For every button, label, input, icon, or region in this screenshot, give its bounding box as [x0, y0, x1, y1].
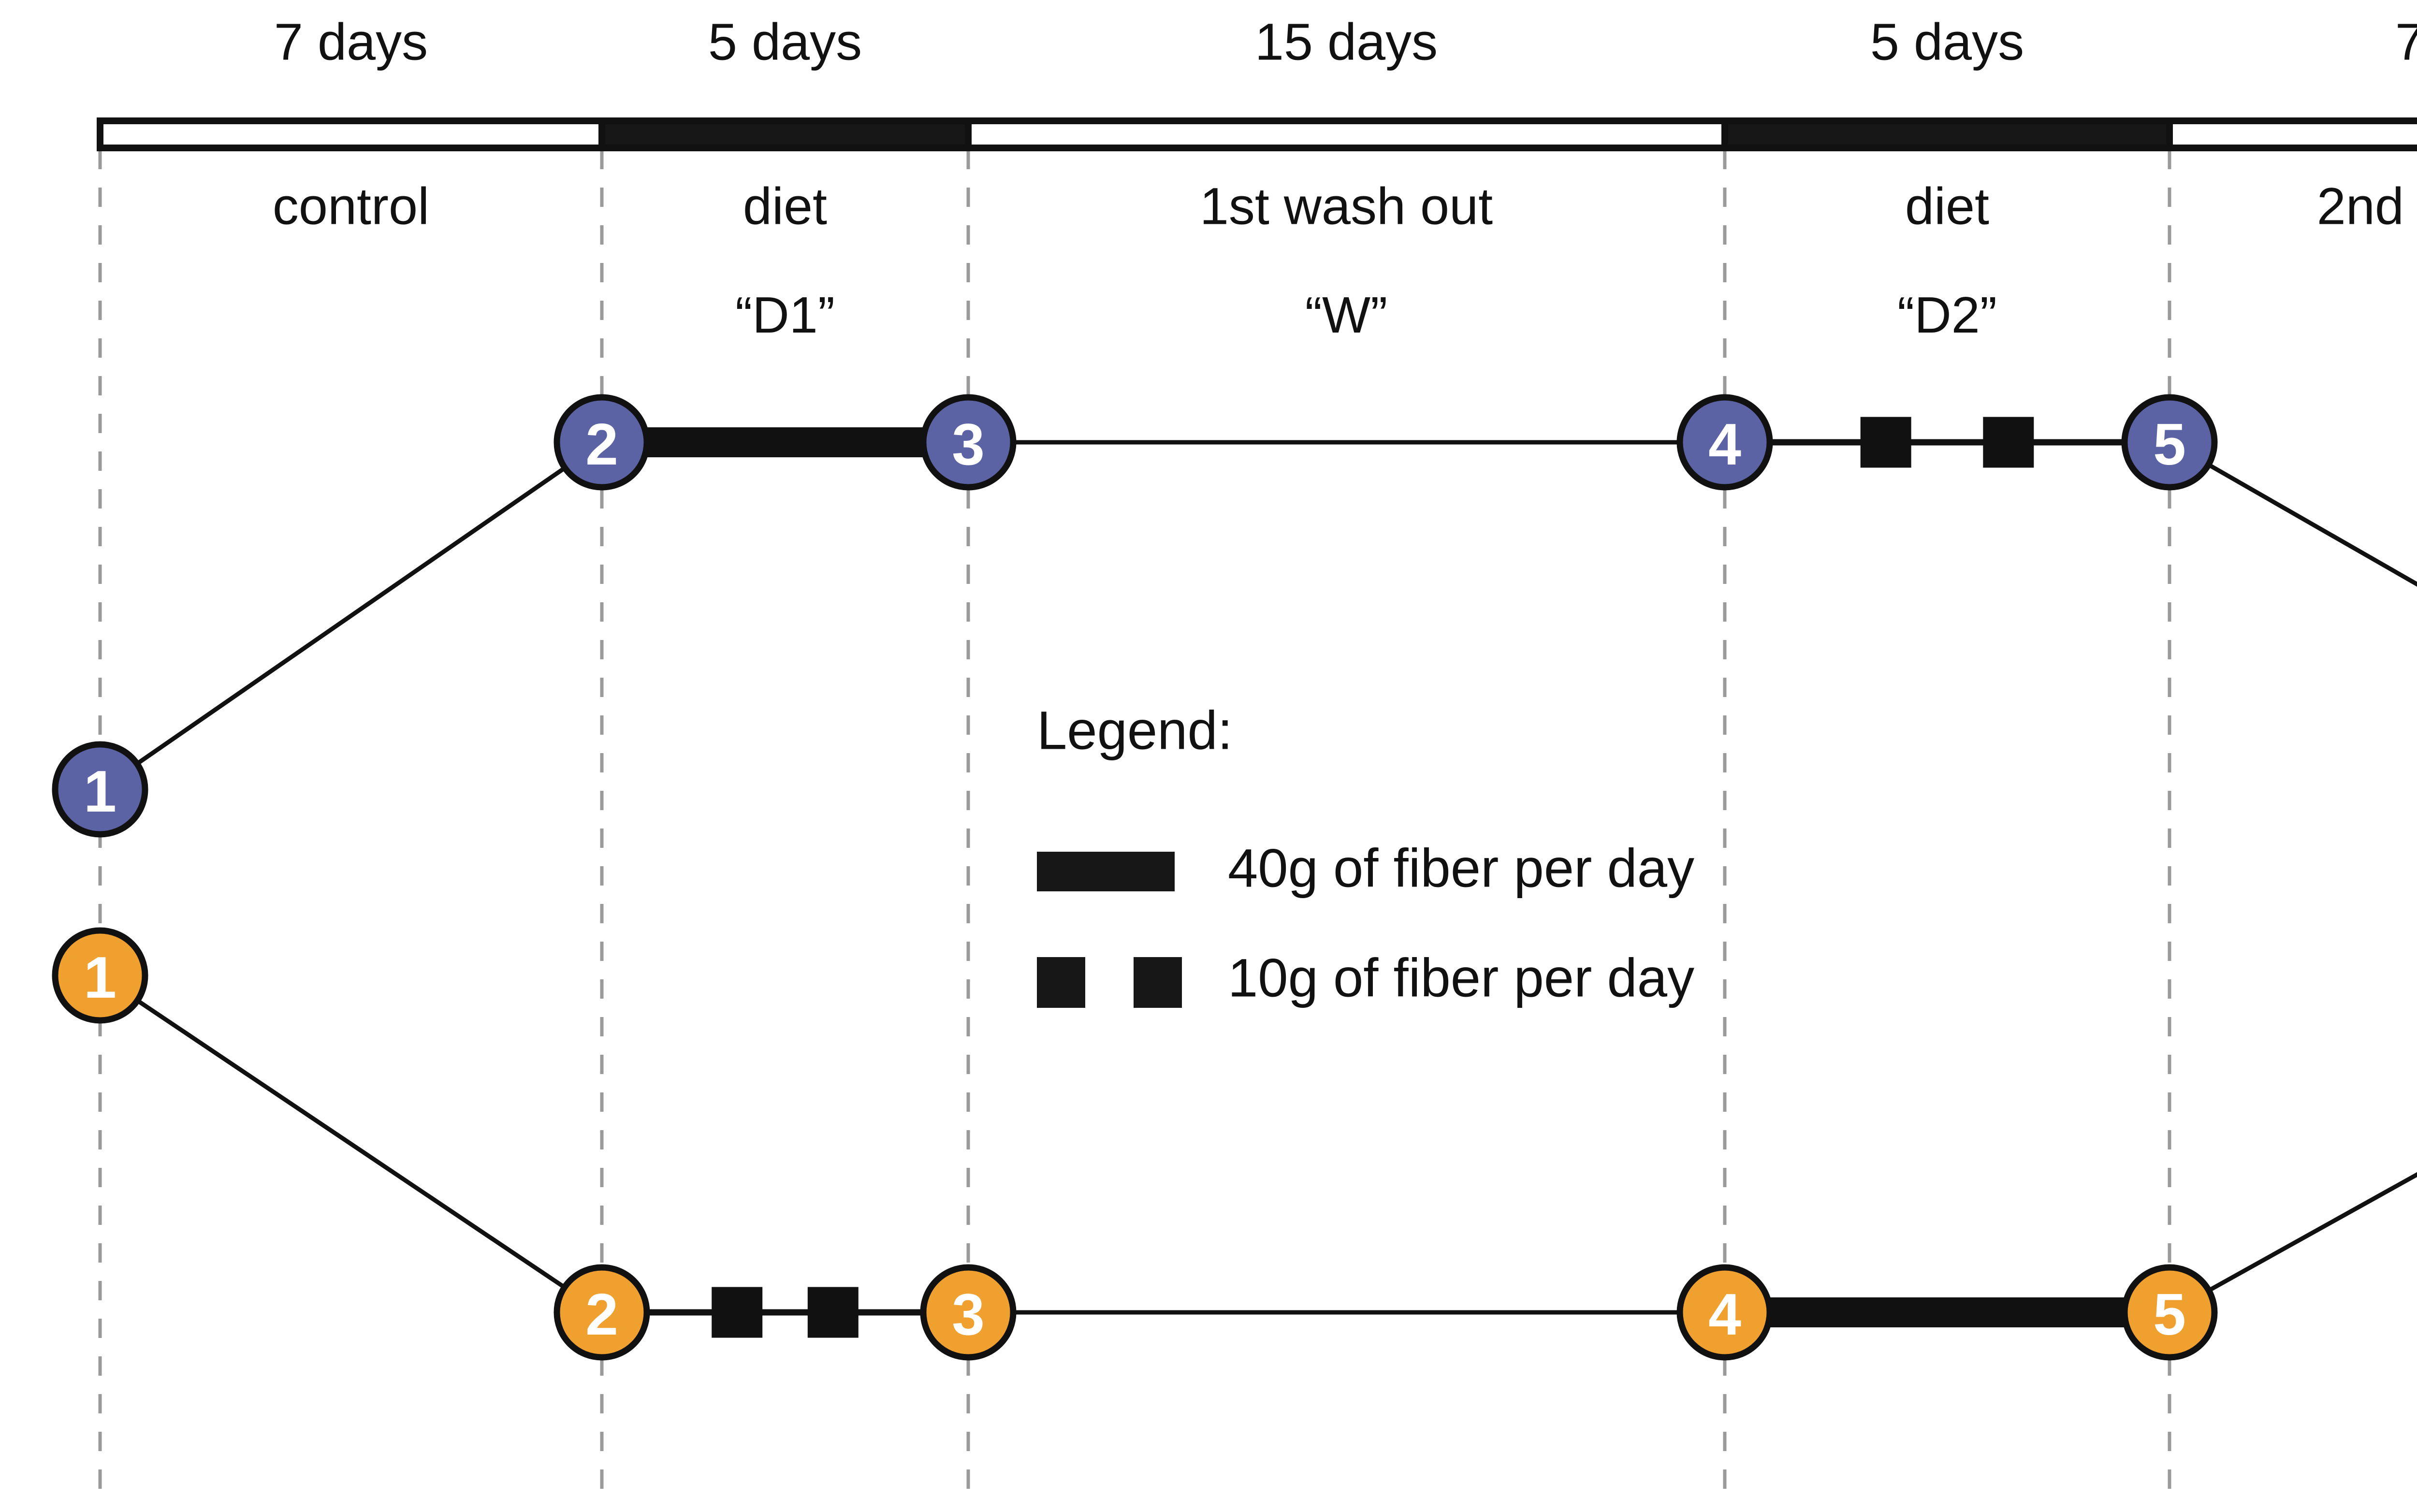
blue-node-label-3: 3	[952, 411, 985, 477]
blue-node-circle-1[interactable]	[52, 741, 148, 838]
blue-edge-10g-block-3-1	[1983, 417, 2034, 468]
duration-label-4: 7 days	[2395, 13, 2417, 71]
period-code-label-1: “W”	[1305, 287, 1388, 344]
duration-label-1: 5 days	[708, 13, 862, 71]
legend-item-1: 10g of fiber per day	[1037, 948, 1694, 1008]
phase-labels: control diet 1st wash out diet 2nd wash out	[273, 177, 2417, 235]
blue-node-circle-5[interactable]	[2121, 394, 2218, 491]
orange-node-2[interactable]: 2	[553, 1264, 650, 1361]
orange-node-label-1: 1	[84, 945, 116, 1010]
orange-node-circle-5[interactable]	[2121, 1264, 2218, 1361]
duration-label-2: 15 days	[1255, 13, 1438, 71]
blue-node-5[interactable]: 5	[2121, 394, 2218, 491]
orange-node-circle-2[interactable]	[553, 1264, 650, 1361]
blue-node-circle-4[interactable]	[1676, 394, 1773, 491]
orange-node-1[interactable]: 1	[52, 927, 148, 1024]
timeline-segment-2nd-wash-out	[2166, 117, 2417, 151]
blue-edge-thin-0	[133, 464, 569, 768]
sequence-edges-orange	[133, 997, 2417, 1338]
legend-label-1: 10g of fiber per day	[1228, 948, 1694, 1008]
phase-label-0: control	[273, 177, 429, 235]
timeline-bar	[97, 117, 2417, 151]
sequence-edges-blue	[133, 417, 2417, 768]
blue-node-1[interactable]: 1	[52, 741, 148, 838]
orange-node-circle-3[interactable]	[920, 1264, 1017, 1361]
orange-node-label-2: 2	[585, 1281, 618, 1347]
timeline-segment-control	[97, 117, 605, 151]
blue-node-circle-3[interactable]	[920, 394, 1017, 491]
orange-node-label-5: 5	[2153, 1281, 2186, 1347]
blue-node-label-4: 4	[1708, 411, 1741, 477]
legend-swatch-40g	[1037, 852, 1175, 891]
timeline-segment-diet	[598, 117, 972, 151]
phase-label-1: diet	[743, 177, 827, 235]
duration-labels: 7 days 5 days 15 days 5 days 7 days	[274, 13, 2417, 71]
sequence-nodes-orange: 123456	[52, 927, 2218, 1361]
legend-title: Legend:	[1037, 700, 1233, 761]
orange-edge-thin-0	[133, 997, 568, 1291]
period-code-label-0: “D1”	[735, 287, 835, 344]
period-code-labels: “D1” “W” “D2”	[735, 287, 1997, 344]
blue-node-circle-2[interactable]	[553, 394, 650, 491]
orange-node-circle-1[interactable]	[52, 927, 148, 1024]
orange-edge-10g-block-1-0	[712, 1287, 763, 1338]
phase-label-3: diet	[1905, 177, 1989, 235]
legend-label-0: 40g of fiber per day	[1228, 838, 1694, 899]
blue-edge-thin-4	[2205, 461, 2417, 587]
sequence-nodes-blue: 123456	[52, 394, 2218, 838]
orange-edge-thin-4	[2205, 1172, 2417, 1294]
orange-edge-10g-block-1-1	[807, 1287, 859, 1338]
phase-label-4: 2nd wash out	[2317, 177, 2417, 235]
orange-node-label-3: 3	[952, 1281, 985, 1347]
blue-node-4[interactable]: 4	[1676, 394, 1773, 491]
orange-node-label-4: 4	[1708, 1281, 1741, 1347]
duration-label-0: 7 days	[274, 13, 428, 71]
period-code-label-2: “D2”	[1897, 287, 1997, 344]
orange-node-circle-4[interactable]	[1676, 1264, 1773, 1361]
duration-label-3: 5 days	[1870, 13, 2024, 71]
orange-node-5[interactable]: 5	[2121, 1264, 2218, 1361]
timeline-segment-diet	[1721, 117, 2173, 151]
legend-items: 40g of fiber per day 10g of fiber per day	[1037, 838, 1694, 1008]
blue-edge-10g-block-3-0	[1860, 417, 1911, 468]
blue-node-2[interactable]: 2	[553, 394, 650, 491]
orange-node-4[interactable]: 4	[1676, 1264, 1773, 1361]
blue-node-label-1: 1	[84, 758, 116, 824]
blue-node-label-2: 2	[585, 411, 618, 477]
timeline-segment-1st-wash-out	[965, 117, 1728, 151]
legend: Legend: 40g of fiber per day 10g of fiber…	[1037, 700, 1694, 1008]
legend-swatch-10g-block-0	[1037, 957, 1085, 1008]
phase-label-2: 1st wash out	[1200, 177, 1493, 235]
legend-swatch-10g-block-1	[1134, 957, 1182, 1008]
blue-node-3[interactable]: 3	[920, 394, 1017, 491]
legend-item-0: 40g of fiber per day	[1037, 838, 1694, 899]
orange-node-3[interactable]: 3	[920, 1264, 1017, 1361]
blue-node-label-5: 5	[2153, 411, 2186, 477]
